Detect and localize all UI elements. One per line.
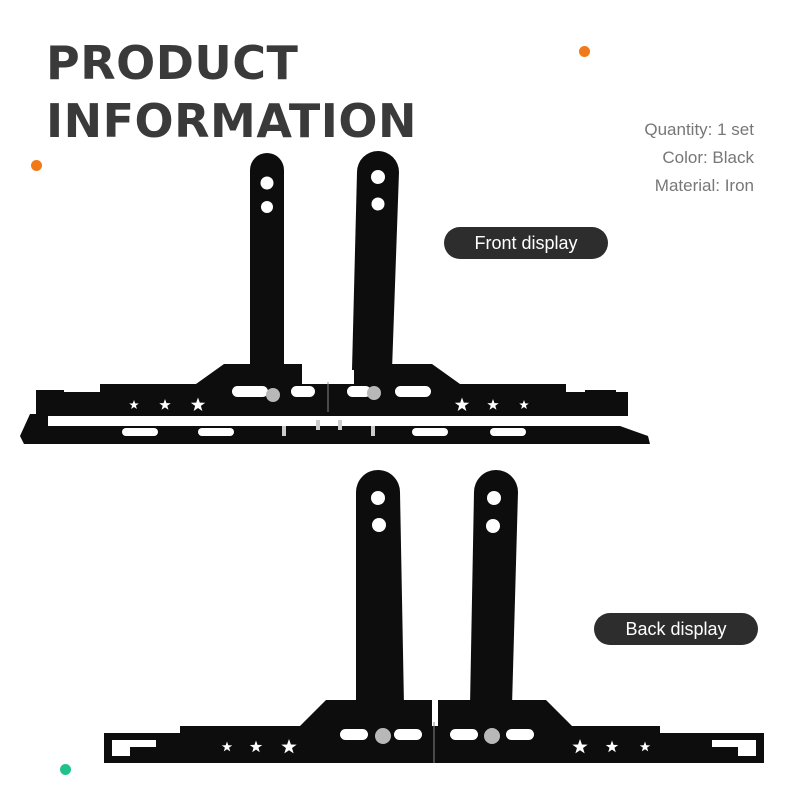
page-title: PRODUCT INFORMATION — [46, 34, 417, 150]
front-bracket-image — [20, 151, 650, 444]
title-line-1: PRODUCT — [46, 36, 299, 90]
spec-quantity: Quantity: 1 set — [644, 120, 754, 139]
accent-dot-orange — [31, 160, 42, 171]
spec-material: Material: Iron — [654, 176, 754, 195]
back-bracket-image — [104, 470, 764, 763]
accent-dot-green — [60, 764, 71, 775]
spec-color: Color: Black — [662, 148, 754, 167]
title-line-2: INFORMATION — [46, 94, 417, 148]
back-display-label: Back display — [594, 613, 758, 645]
spec-list: Quantity: 1 set Color: Black Material: I… — [644, 116, 754, 200]
accent-dot-orange — [579, 46, 590, 57]
front-display-label: Front display — [444, 227, 608, 259]
